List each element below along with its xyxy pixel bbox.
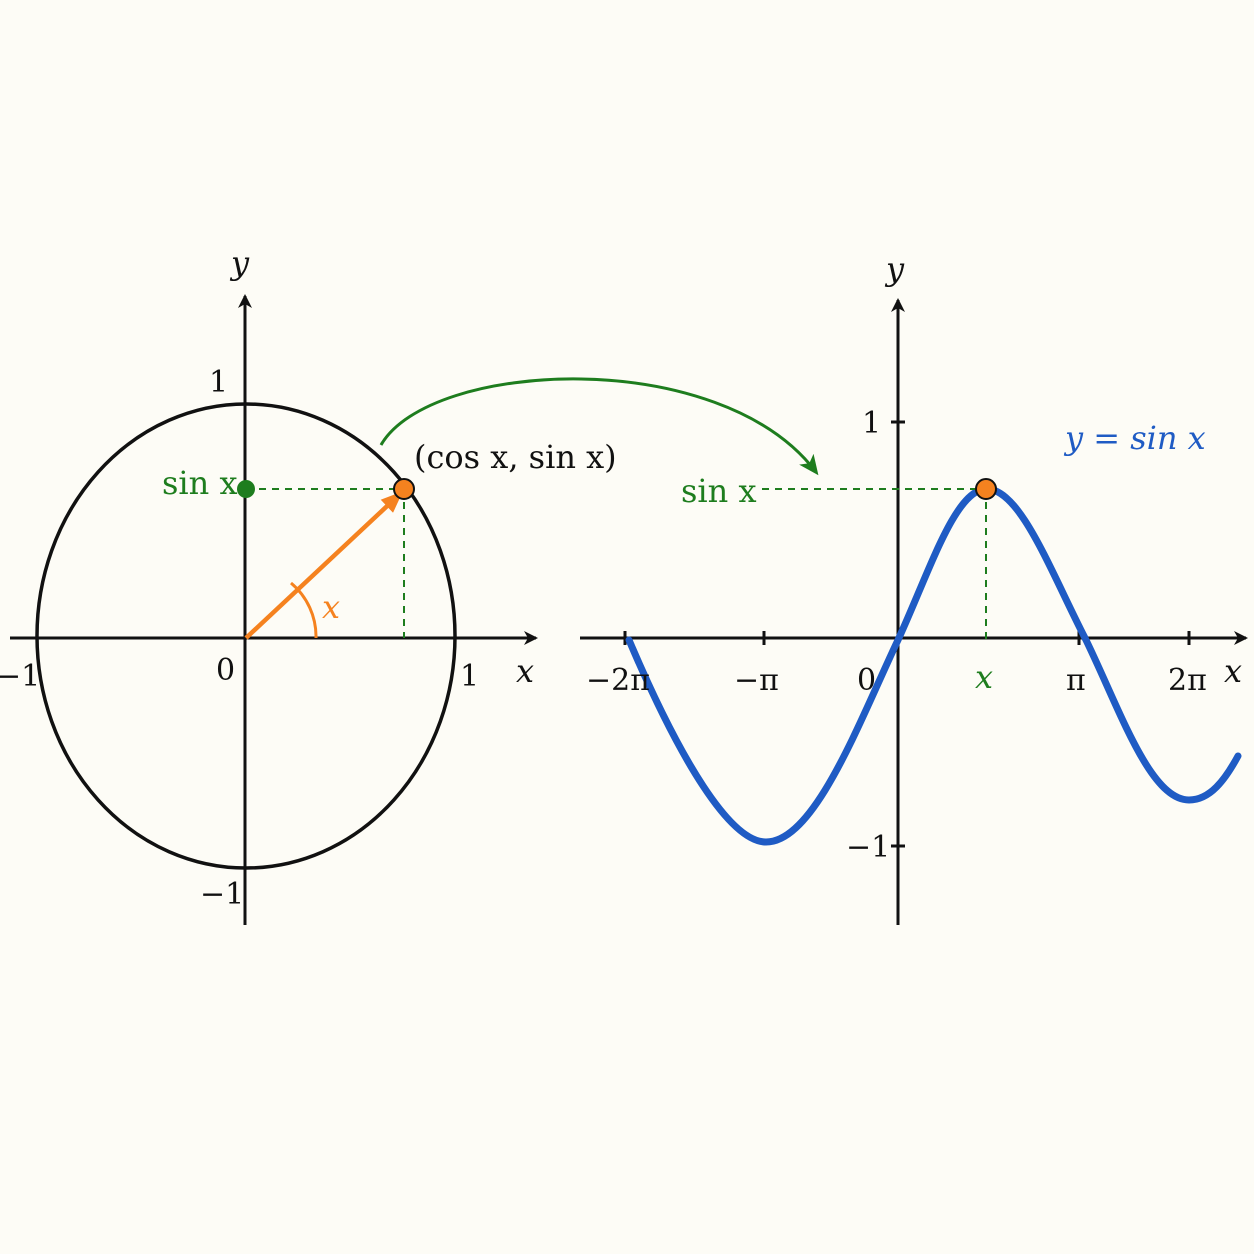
sine-curve	[625, 485, 1242, 846]
sine-graph-panel: x y 1 −1 0 −2π −π π 2π x sin x y = sin x	[580, 250, 1248, 925]
graph-tick-y-pos: 1	[862, 406, 881, 441]
graph-tick-y-neg: −1	[846, 830, 890, 865]
graph-tick-neg-2pi: −2π	[586, 663, 650, 698]
circle-tick-x-neg: −1	[0, 659, 40, 694]
unit-circle-panel: x y 1 −1 1 −1 0 (cos x, sin x) sin x x	[0, 244, 617, 925]
circle-tick-x-pos: 1	[460, 659, 479, 694]
graph-sin-label: sin x	[681, 472, 756, 510]
graph-tick-neg-pi: −π	[734, 663, 779, 698]
graph-origin-label: 0	[857, 663, 876, 698]
graph-point	[975, 478, 997, 500]
circle-y-axis-label: y	[229, 244, 250, 282]
graph-x-marker-label: x	[975, 658, 993, 696]
curve-equation-label: y = sin x	[1063, 419, 1206, 457]
circle-tick-y-pos: 1	[209, 365, 228, 400]
transfer-arrow	[379, 377, 819, 476]
graph-tick-2pi: 2π	[1168, 663, 1207, 698]
circle-origin-label: 0	[216, 653, 235, 688]
graph-tick-pi: π	[1066, 663, 1086, 698]
graph-y-axis-label: y	[884, 250, 905, 288]
angle-label: x	[322, 588, 340, 626]
angle-arc	[290, 581, 318, 639]
circle-sin-label: sin x	[162, 464, 237, 502]
circle-x-axis-label: x	[516, 652, 534, 690]
circle-point	[393, 478, 415, 500]
circle-tick-y-neg: −1	[200, 877, 244, 912]
radius-vector	[244, 491, 403, 640]
sin-point-on-axis	[237, 480, 255, 498]
graph-x-axis-label: x	[1224, 652, 1242, 690]
point-coordinates-label: (cos x, sin x)	[414, 438, 617, 476]
